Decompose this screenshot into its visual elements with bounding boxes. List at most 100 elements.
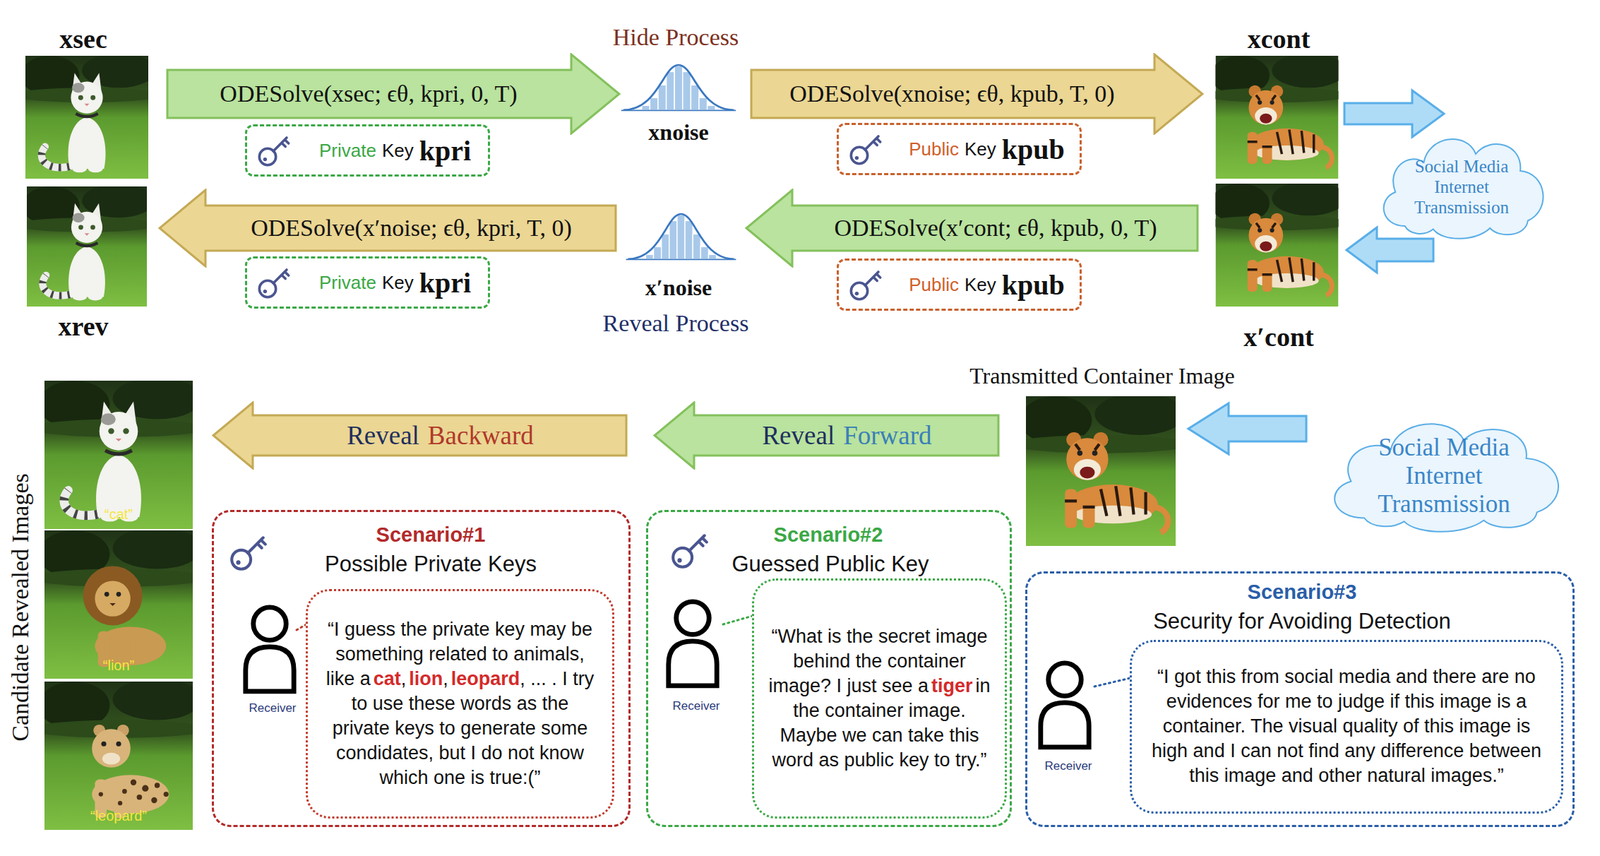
arrow-label-row: ODESolve(xsec; ϵθ, kpri, 0, T) (165, 69, 572, 118)
speech-line: , (401, 667, 407, 690)
upload-arrow (1344, 90, 1444, 137)
variable-label: xcont (1247, 23, 1311, 55)
speech-text: “What is the secret image behind the con… (766, 624, 993, 774)
key-label: Public (908, 273, 959, 296)
scenario-subtitle: Possible Private Keys (324, 551, 537, 577)
secret-image (13, 53, 161, 179)
cloud-label-box: Social Media Internet Transmission (1359, 422, 1530, 530)
cloud-label: Social Media Internet Transmission (1359, 433, 1530, 519)
arrow-label-row: ODESolve(x′cont; ϵθ, kpub, 0, T) (792, 205, 1199, 251)
scenario-title: Scenario#3 (1247, 580, 1358, 604)
scenario-subtitle: Guessed Public Key (731, 551, 929, 577)
candidate-image (29, 377, 208, 529)
arrow-label-row: Reveal Forward (694, 415, 1000, 456)
receiver-label: Receiver (672, 699, 720, 714)
key-label: Private (319, 139, 377, 162)
variable-label: x′noise (645, 274, 712, 301)
speech-tail (723, 615, 753, 625)
image-caption: “lion” (103, 657, 135, 674)
speech-line: , (442, 667, 449, 690)
process-title: Reveal Process (603, 309, 750, 337)
key-symbol: kpri (419, 134, 471, 168)
key-icon (850, 136, 880, 164)
variable-label: x′cont (1243, 321, 1314, 353)
social-media-cloud: Social Media Internet Transmission (1366, 120, 1557, 248)
reveal-forward-arrow: ODESolve(x′cont; ϵθ, kpub, 0, T) (744, 188, 1199, 268)
arrow-label: ODESolve(xnoise; ϵθ, kpub, T, 0) (789, 80, 1115, 108)
receiver-icon (245, 607, 294, 692)
key-label-row: PrivateKeykpri (247, 126, 488, 175)
key-symbol: kpri (419, 266, 471, 300)
image-caption: “leopard” (90, 807, 147, 825)
variable-label: xrev (57, 310, 109, 342)
scenario-panel: Scenario#2Guessed Public KeyReceiver “Wha… (646, 509, 1012, 827)
receiver-icon (1040, 663, 1089, 748)
speech-tail (1094, 677, 1131, 687)
container-image (1203, 181, 1351, 307)
arrow-label: Reveal (761, 420, 835, 451)
receiver-icon (668, 601, 717, 686)
key-label: Key (964, 138, 997, 161)
reveal-backward-arrow: RevealBackward (211, 401, 628, 470)
arrow-label: ODESolve(x′cont; ϵθ, kpub, 0, T) (833, 214, 1157, 242)
arrow-label: Forward (843, 420, 932, 451)
key-icon (672, 535, 707, 567)
key-label: Private (319, 271, 377, 294)
key-symbol: kpub (1001, 132, 1065, 166)
scenario-panel: Scenario#3Security for Avoiding Detectio… (1025, 571, 1575, 827)
process-title: Hide Process (612, 24, 739, 51)
receiver-label: Receiver (1044, 759, 1092, 774)
key-label-row: PublicKeykpub (838, 124, 1080, 173)
container-image (1203, 53, 1351, 179)
speech-bubble: “I guess the private key may be somethin… (305, 588, 615, 819)
key-symbol: kpub (1001, 268, 1065, 302)
key-icon (850, 271, 880, 300)
key-label: Key (964, 273, 997, 296)
social-media-cloud: Social Media Internet Transmission (1311, 403, 1577, 541)
speech-line: “I got this from social media and there … (1151, 665, 1542, 786)
highlight-word: tiger (931, 675, 973, 697)
public-key-box: PublicKeykpub (836, 258, 1082, 311)
gaussian-noise-icon (626, 213, 737, 260)
key-icon (259, 269, 289, 298)
revealed-image (14, 184, 159, 307)
speech-text: “I guess the private key may be somethin… (320, 617, 600, 791)
transmitted-container-image (1011, 393, 1191, 546)
candidate-image (29, 527, 208, 679)
receiver-label: Receiver (248, 701, 296, 716)
axis-title: Candidate Revealed Images (7, 473, 34, 742)
reveal-forward-arrow: Reveal Forward (653, 401, 1000, 470)
section-title: Transmitted Container Image (969, 362, 1235, 390)
variable-label: xsec (59, 23, 108, 55)
scenario-subtitle: Security for Avoiding Detection (1153, 608, 1452, 635)
hide-forward-arrow: ODESolve(xsec; ϵθ, kpri, 0, T) (165, 52, 621, 135)
scenario-panel: Scenario#1Possible Private KeysReceiver “… (211, 509, 631, 827)
key-label: Key (381, 271, 414, 294)
scenario-title: Scenario#2 (773, 523, 884, 547)
scenario-title: Scenario#1 (376, 523, 486, 547)
arrow-label-row: ODESolve(x′noise; ϵθ, kpri, T, 0) (205, 205, 618, 251)
variable-label: xnoise (648, 119, 709, 146)
arrow-label: Reveal (346, 420, 420, 451)
arrow-label: ODESolve(x′noise; ϵθ, kpri, T, 0) (250, 214, 572, 242)
key-icon (231, 537, 266, 569)
private-key-box: PrivateKeykpri (245, 124, 491, 177)
arrow-label-row: ODESolve(xnoise; ϵθ, kpub, T, 0) (749, 69, 1155, 118)
speech-text: “I got this from social media and there … (1144, 664, 1549, 788)
key-label-row: PublicKeykpub (838, 260, 1080, 309)
candidate-image (29, 678, 208, 830)
arrow-label: Backward (427, 420, 534, 451)
image-caption: “cat” (104, 506, 133, 523)
public-key-box: PublicKeykpub (836, 122, 1082, 176)
key-label: Public (908, 138, 959, 161)
highlight-word: leopard (451, 667, 521, 690)
speech-bubble: “What is the secret image behind the con… (751, 578, 1007, 819)
key-icon (259, 137, 289, 166)
private-key-box: PrivateKeykpri (245, 256, 491, 309)
cloud-label: Social Media Internet Transmission (1400, 156, 1523, 218)
key-label: Key (381, 139, 414, 162)
highlight-word: cat (373, 667, 402, 690)
download-arrow (1188, 403, 1307, 455)
key-label-row: PrivateKeykpri (247, 258, 488, 307)
gaussian-noise-icon (621, 64, 736, 111)
